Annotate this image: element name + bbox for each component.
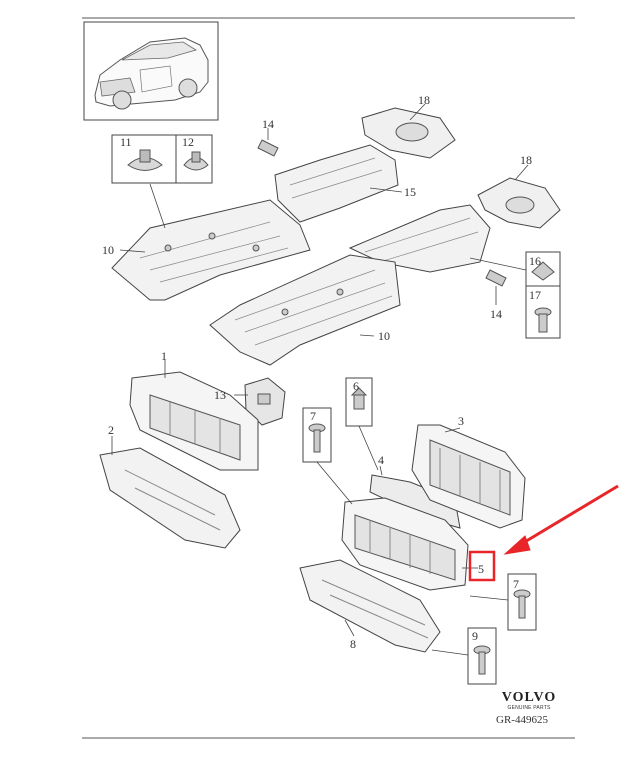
red-arrow-icon xyxy=(503,484,619,555)
callout-14-bottom: 14 xyxy=(490,307,502,321)
callout-1: 1 xyxy=(161,349,167,363)
brand-tagline: GENUINE PARTS xyxy=(507,705,551,711)
air-shutter-frame-3 xyxy=(411,424,526,529)
lower-grille-2 xyxy=(99,447,241,549)
callout-2: 2 xyxy=(108,423,114,437)
callout-3: 3 xyxy=(458,414,464,428)
callout-11: 11 xyxy=(120,135,132,149)
fastener-box-16-17 xyxy=(525,251,561,339)
callout-10-center: 10 xyxy=(378,329,390,343)
lower-grille-8 xyxy=(299,559,441,653)
callout-14-top: 14 xyxy=(262,117,274,131)
callout-8: 8 xyxy=(350,637,356,651)
callout-5: 5 xyxy=(478,562,484,576)
fastener-box-7-top xyxy=(302,407,332,463)
fastener-box-6 xyxy=(345,377,373,427)
underbody-panel-10-center xyxy=(209,254,401,366)
diagram-code: GR-449625 xyxy=(496,714,548,726)
panel-4 xyxy=(369,474,461,529)
air-shutter-5 xyxy=(341,497,469,591)
callout-4: 4 xyxy=(378,453,384,467)
callout-17: 17 xyxy=(529,288,541,302)
callout-13: 13 xyxy=(214,388,226,402)
fastener-box-9 xyxy=(467,627,497,685)
brand-name: VOLVO xyxy=(501,690,557,705)
callout-12: 12 xyxy=(182,135,194,149)
leader-lines xyxy=(111,103,529,656)
clip-14-top xyxy=(257,139,279,157)
grille-frame-1 xyxy=(129,371,259,471)
tunnel-cover-15 xyxy=(274,144,399,223)
callout-10-left: 10 xyxy=(102,243,114,257)
volvo-logo: VOLVO GENUINE PARTS xyxy=(494,690,564,711)
bracket-18-right xyxy=(477,177,561,229)
callout-18-right: 18 xyxy=(520,153,532,167)
highlight-box xyxy=(468,550,496,582)
bracket-18-top xyxy=(361,107,456,159)
fastener-box-11-12 xyxy=(111,134,213,184)
fastener-box-7-bottom xyxy=(507,573,537,631)
vehicle-thumbnail xyxy=(83,21,219,121)
callout-7-top: 7 xyxy=(310,409,316,423)
callout-16: 16 xyxy=(529,254,541,268)
callout-9: 9 xyxy=(472,629,478,643)
callout-6: 6 xyxy=(353,379,359,393)
callout-18-top: 18 xyxy=(418,93,430,107)
underbody-panel-10-left xyxy=(111,199,311,301)
callout-7-bottom: 7 xyxy=(513,577,519,591)
callout-15: 15 xyxy=(404,185,416,199)
clip-14-bottom xyxy=(485,269,507,287)
